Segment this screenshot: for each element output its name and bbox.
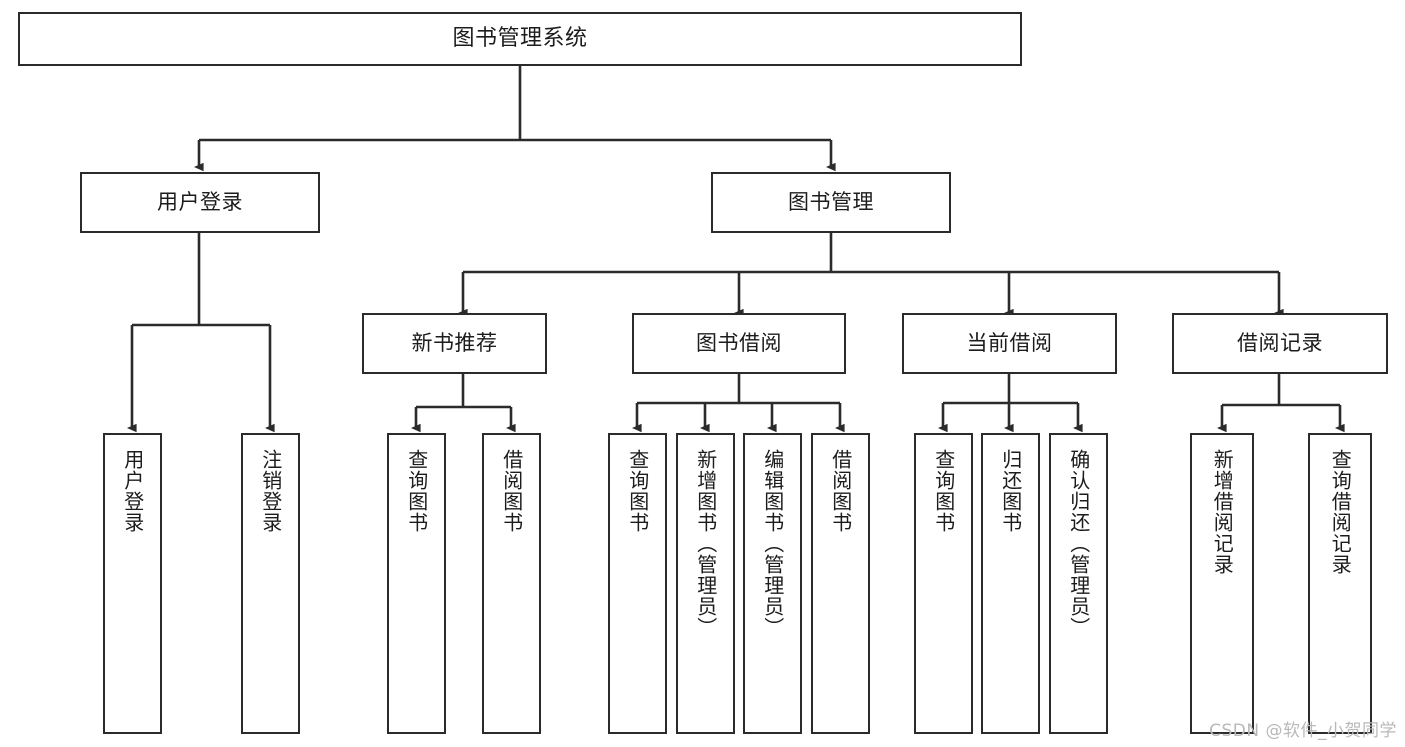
node-leaf-edit-book-admin-label: 编辑图书（管理员）	[760, 449, 785, 638]
node-leaf-add-record[interactable]: 新增借阅记录	[1190, 433, 1254, 734]
node-book-borrow[interactable]: 图书借阅	[632, 313, 846, 374]
node-leaf-query-book-2-label: 查询图书	[625, 449, 650, 533]
node-leaf-edit-book-admin[interactable]: 编辑图书（管理员）	[743, 433, 802, 734]
node-leaf-query-record[interactable]: 查询借阅记录	[1308, 433, 1372, 734]
node-root-label: 图书管理系统	[452, 26, 588, 52]
node-leaf-user-login-label: 用户登录	[120, 449, 145, 533]
node-leaf-query-book-2[interactable]: 查询图书	[608, 433, 667, 734]
node-leaf-borrow-book-2-label: 借阅图书	[828, 449, 853, 533]
node-leaf-borrow-book-2[interactable]: 借阅图书	[811, 433, 870, 734]
node-leaf-return-book-label: 归还图书	[998, 449, 1023, 533]
node-book-manage[interactable]: 图书管理	[711, 172, 951, 233]
node-new-book-recommend-label: 新书推荐	[411, 331, 498, 356]
node-leaf-query-book-1-label: 查询图书	[404, 449, 429, 533]
node-leaf-logout[interactable]: 注销登录	[241, 433, 300, 734]
node-leaf-query-book-1[interactable]: 查询图书	[387, 433, 446, 734]
node-current-borrow[interactable]: 当前借阅	[902, 313, 1117, 374]
node-leaf-query-book-3[interactable]: 查询图书	[914, 433, 973, 734]
node-leaf-add-record-label: 新增借阅记录	[1210, 449, 1235, 575]
node-leaf-return-book[interactable]: 归还图书	[981, 433, 1040, 734]
node-leaf-borrow-book-1[interactable]: 借阅图书	[482, 433, 541, 734]
node-leaf-logout-label: 注销登录	[258, 449, 283, 533]
node-leaf-query-record-label: 查询借阅记录	[1328, 449, 1353, 575]
node-book-borrow-label: 图书借阅	[696, 331, 782, 356]
node-leaf-add-book-admin-label: 新增图书（管理员）	[693, 449, 718, 638]
csdn-watermark: CSDN @软件_小贺同学	[1209, 721, 1397, 741]
node-user-login[interactable]: 用户登录	[80, 172, 320, 233]
node-borrow-record-label: 借阅记录	[1237, 331, 1323, 356]
node-leaf-query-book-3-label: 查询图书	[931, 449, 956, 533]
node-root[interactable]: 图书管理系统	[18, 12, 1022, 66]
node-leaf-add-book-admin[interactable]: 新增图书（管理员）	[676, 433, 735, 734]
node-leaf-borrow-book-1-label: 借阅图书	[499, 449, 524, 533]
node-current-borrow-label: 当前借阅	[966, 331, 1053, 356]
node-book-manage-label: 图书管理	[788, 190, 874, 215]
node-leaf-user-login[interactable]: 用户登录	[103, 433, 162, 734]
node-leaf-confirm-return-admin[interactable]: 确认归还（管理员）	[1049, 433, 1108, 734]
node-leaf-confirm-return-admin-label: 确认归还（管理员）	[1066, 449, 1091, 638]
node-borrow-record[interactable]: 借阅记录	[1172, 313, 1388, 374]
node-user-login-label: 用户登录	[157, 190, 243, 215]
node-new-book-recommend[interactable]: 新书推荐	[362, 313, 547, 374]
